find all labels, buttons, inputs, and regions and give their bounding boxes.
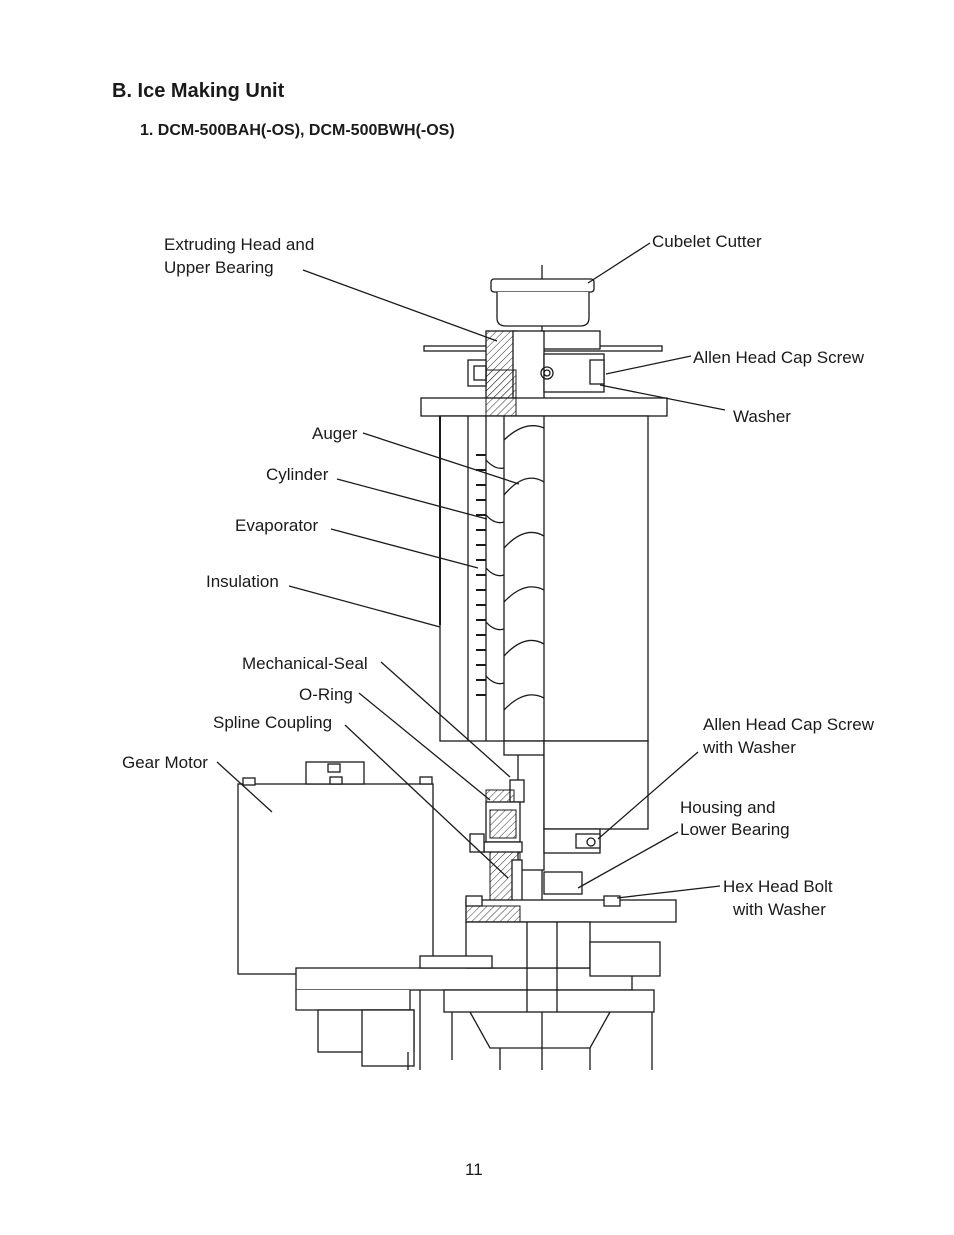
evaporator-body [439,415,649,742]
cubelet-cutter [490,278,595,327]
label-o-ring: O-Ring [299,685,353,704]
label-gear-motor: Gear Motor [122,753,208,772]
label-cubelet-cutter: Cubelet Cutter [652,232,762,251]
leader-auger [362,432,520,485]
label-allen-screw-washer-line2: with Washer [702,738,796,757]
leader-hex-bolt [616,885,721,899]
lower-bearing-housing [465,740,677,923]
label-housing-line2: Lower Bearing [680,820,790,839]
leader-allen-screw [605,355,692,375]
leader-mechanical-seal [380,661,511,778]
label-washer: Washer [733,407,791,426]
label-mechanical-seal: Mechanical-Seal [242,654,368,673]
label-hex-bolt-line1: Hex Head Bolt [723,877,833,896]
leader-o-ring [358,692,491,801]
leader-cylinder [336,478,488,520]
leader-allen-screw-washer [597,751,699,840]
leader-cubelet-cutter [587,242,651,284]
gear-motor [237,761,661,1070]
label-insulation: Insulation [206,572,279,591]
diagram-labels: Extruding Head and Upper Bearing Cubelet… [122,232,875,919]
evaporator-coils [476,454,486,696]
label-allen-head-cap-screw: Allen Head Cap Screw [693,348,865,367]
model-subheading: 1. DCM-500BAH(-OS), DCM-500BWH(-OS) [140,122,455,139]
label-spline-coupling: Spline Coupling [213,713,332,732]
leader-evaporator [330,528,479,569]
label-extruding-head-line2: Upper Bearing [164,258,274,277]
page-number: 11 [465,1160,483,1179]
leader-washer [599,384,726,411]
label-allen-screw-washer-line1: Allen Head Cap Screw [703,715,875,734]
leader-gear-motor [216,761,273,813]
leader-lines [216,242,726,899]
label-extruding-head-line1: Extruding Head and [164,235,314,254]
leader-housing [577,831,679,889]
label-hex-bolt-line2: with Washer [732,900,826,919]
label-housing-line1: Housing and [680,798,775,817]
leader-spline-coupling [344,724,509,879]
leader-insulation [288,585,441,628]
label-auger: Auger [312,424,358,443]
extruding-head [420,330,668,418]
leader-extruding-head [302,269,498,342]
page-heading: B. Ice Making Unit [112,80,285,102]
auger-flights [485,425,545,711]
label-cylinder: Cylinder [266,465,329,484]
label-evaporator: Evaporator [235,516,318,535]
